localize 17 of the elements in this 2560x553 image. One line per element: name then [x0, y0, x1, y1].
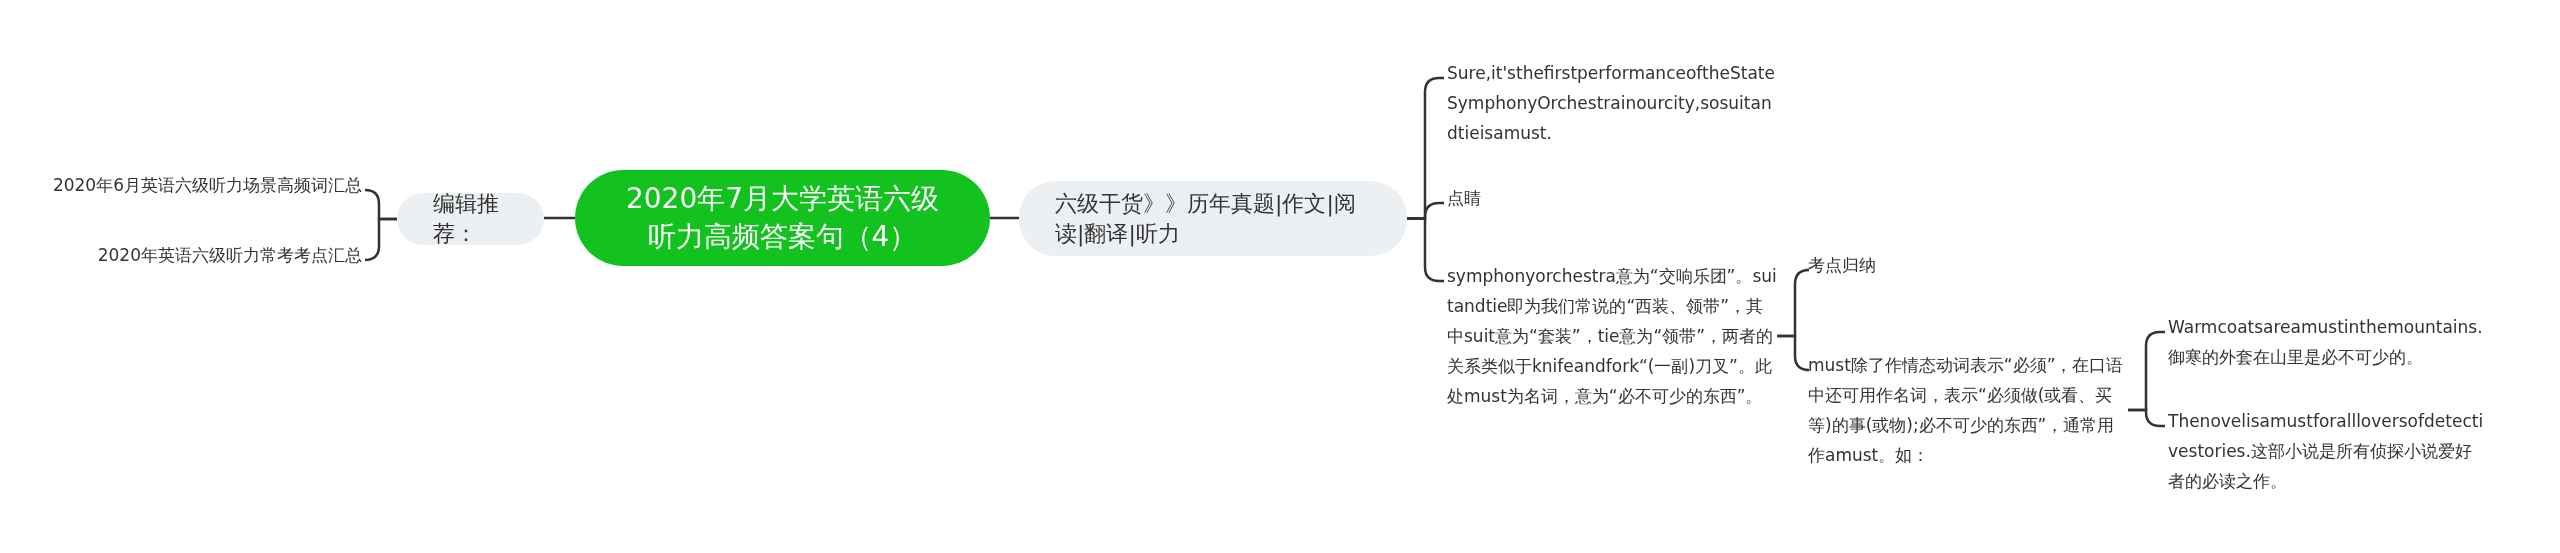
- connector-line: [363, 217, 397, 262]
- branch-text: symphonyorchestra意为“交响乐团”。suitandtie即为我们常说的“西装、领带”，其中suit意为“套装”，tie意为“领带”，两者的关系类似于knifeandfork“(一副)刀叉”。此处must为名词，意为“必不可少的东西”。: [1447, 261, 1777, 411]
- connector-line: [544, 216, 575, 220]
- connector-line: [2128, 408, 2165, 428]
- branch-text: 2020年6月英语六级听力场景高频词汇总: [40, 170, 362, 200]
- connector-line: [1777, 334, 1811, 372]
- topic-pill: 编辑推荐：: [397, 193, 544, 245]
- connector-line: [990, 216, 1019, 220]
- branch-text: Warmcoatsareamustinthemountains.御寒的外套在山里是必不可少的。: [2168, 312, 2488, 372]
- branch-text: 点睛: [1447, 183, 1777, 213]
- topic-pill: 2020年7月大学英语六级听力高频答案句（4）: [575, 170, 990, 266]
- branch-text: Thenovelisamustforallloversofdetectivestories.这部小说是所有侦探小说爱好者的必读之作。: [2168, 406, 2488, 496]
- branch-text: 2020年英语六级听力常考考点汇总: [40, 240, 362, 270]
- topic-pill: 六级干货》》历年真题|作文|阅读|翻译|听力: [1019, 181, 1407, 256]
- branch-text: Sure,it'sthefirstperformanceoftheStateSymphonyOrchestrainourcity,sosuitandtieisamust.: [1447, 58, 1777, 148]
- branch-text: 考点归纳: [1808, 250, 2128, 280]
- branch-text: must除了作情态动词表示“必须”，在口语中还可用作名词，表示“必须做(或看、买等)的事(或物);必不可少的东西”，通常用作amust。如：: [1808, 350, 2128, 470]
